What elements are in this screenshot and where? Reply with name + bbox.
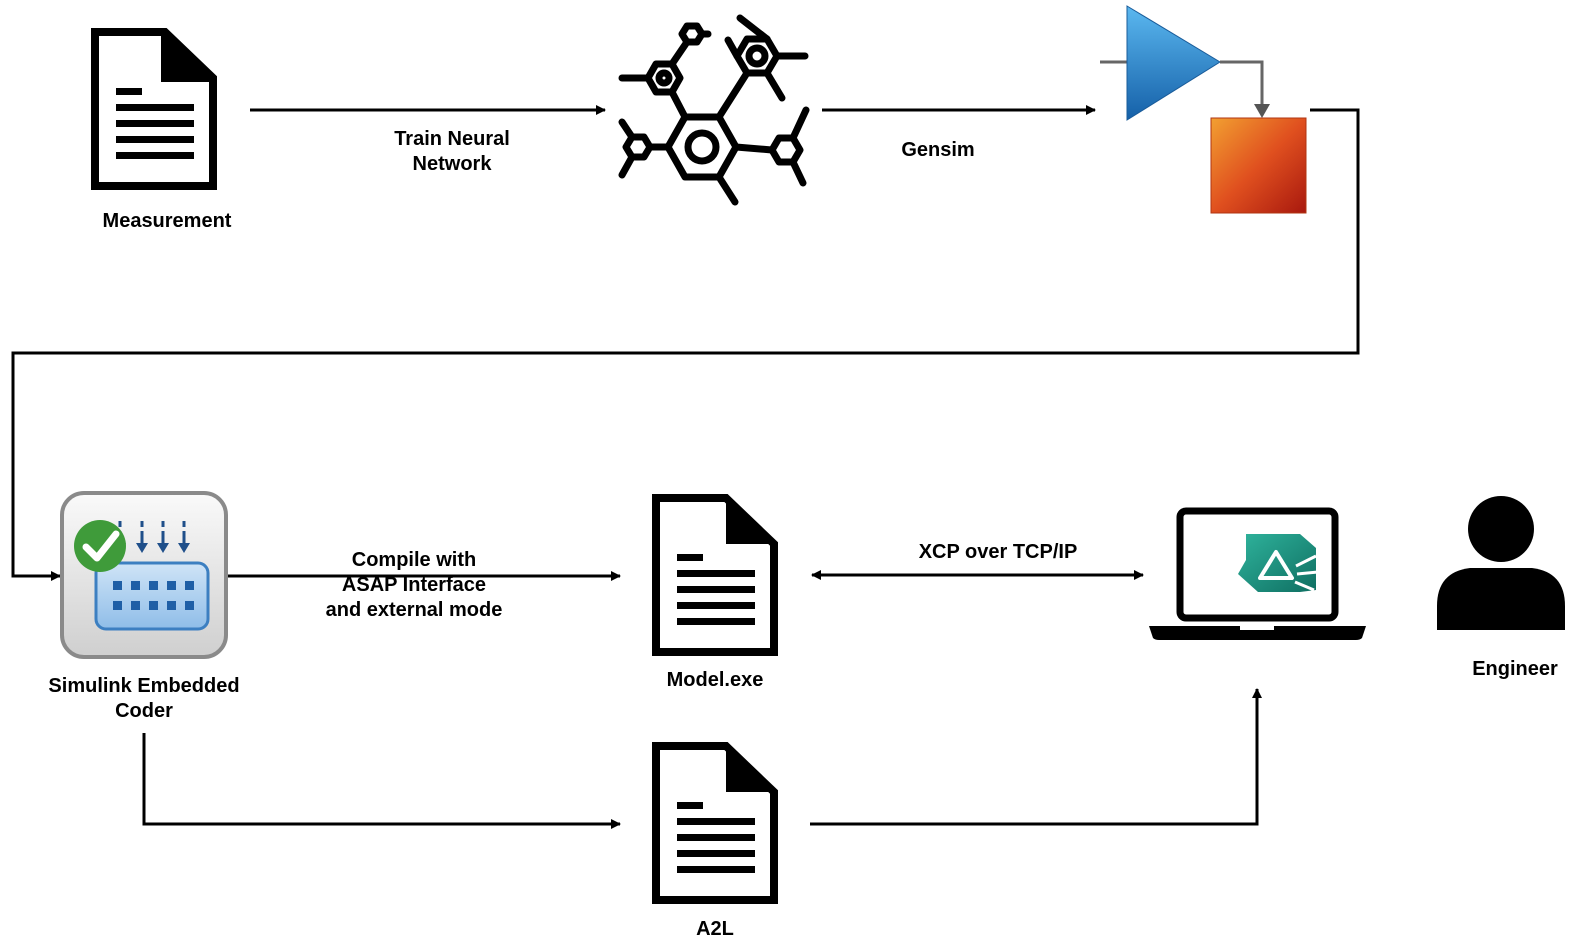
person-icon [1437,496,1565,630]
calibration-tool-logo-icon [1238,534,1319,592]
coder-label: Simulink Embedded Coder [24,674,264,724]
edge-model-to-coder [11,108,1360,581]
engineer-label: Engineer [1472,658,1558,680]
edge-coder-to-a2l [142,733,621,829]
measurement-label: Measurement [102,210,232,232]
gensim-edge-label: Gensim [901,139,975,161]
xcp-edge-label: XCP over TCP/IP [918,541,1078,563]
laptop-calibration-tool-icon [1149,507,1366,640]
document-icon [652,494,778,656]
compile-edge-label: Compile with ASAP Interface and external… [294,548,534,623]
document-icon [652,742,778,904]
simulink-gain-block-icon [1100,5,1307,214]
train-edge-label-line-2: Network [412,153,492,175]
compile-edge-label-line-1: Compile with [351,549,477,571]
a2l-label: A2L [696,918,734,940]
compile-edge-label-line-3: and external mode [325,599,503,621]
molecule-network-icon [618,14,810,206]
coder-label-line-1: Simulink Embedded [48,675,240,697]
document-icon [91,28,217,190]
embedded-coder-icon [60,491,228,659]
coder-label-line-2: Coder [115,700,173,722]
compile-edge-label-line-2: ASAP Interface [341,574,487,596]
train-edge-label: Train Neural Network [352,127,552,177]
edge-a2l-to-laptop [810,688,1262,826]
model-exe-label: Model.exe [666,669,764,691]
train-edge-label-line-1: Train Neural [394,128,510,150]
